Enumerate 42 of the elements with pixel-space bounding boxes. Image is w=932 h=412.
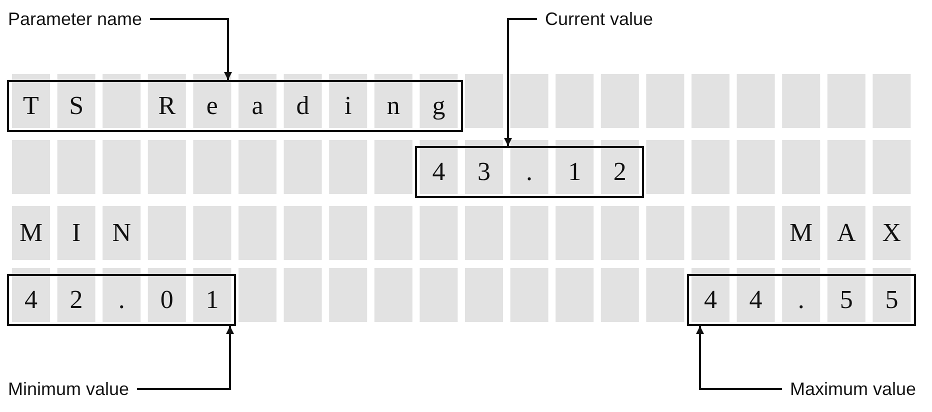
leader-arrow xyxy=(696,326,782,390)
display-character: 4 xyxy=(431,157,446,187)
display-character: . xyxy=(117,285,126,315)
display-character: n xyxy=(386,91,401,121)
display-character: R xyxy=(157,91,177,121)
display-character: e xyxy=(205,91,219,121)
display-character: 4 xyxy=(748,285,764,315)
display-character: 4 xyxy=(24,285,38,315)
leader-arrow xyxy=(150,18,232,80)
display-character: M xyxy=(18,218,44,248)
highlight-frame xyxy=(7,274,236,326)
display-character: 2 xyxy=(612,157,628,187)
callout-text: Current value xyxy=(545,8,654,30)
display-character: 1 xyxy=(204,285,220,315)
display-character: 0 xyxy=(159,285,174,315)
display-character: . xyxy=(796,285,806,315)
display-character: T xyxy=(22,91,40,121)
display-character: S xyxy=(68,91,85,121)
callout-text: Parameter name xyxy=(8,8,142,30)
callout-text: Minimum value xyxy=(8,378,130,400)
display-character: d xyxy=(295,91,310,121)
callout-text: Maximum value xyxy=(790,378,916,400)
leader-arrow xyxy=(137,326,234,390)
display-character: A xyxy=(836,218,857,248)
display-character: I xyxy=(70,218,82,248)
display-character: g xyxy=(431,91,446,121)
display-character: X xyxy=(881,218,902,248)
display-character: 2 xyxy=(68,285,84,315)
display-character: 1 xyxy=(567,157,582,187)
display-character: a xyxy=(250,91,264,121)
display-character: N xyxy=(111,218,132,248)
display-character: 4 xyxy=(703,285,718,315)
display-character: . xyxy=(525,157,534,187)
display-character: M xyxy=(788,218,814,248)
display-character: 5 xyxy=(884,285,900,315)
display-character: 3 xyxy=(476,157,492,187)
display-character: i xyxy=(343,91,353,121)
leader-arrow xyxy=(504,18,537,146)
highlight-frame xyxy=(414,146,644,198)
display-character: 5 xyxy=(838,285,854,315)
highlight-frame xyxy=(7,80,463,132)
highlight-frame xyxy=(686,274,916,326)
